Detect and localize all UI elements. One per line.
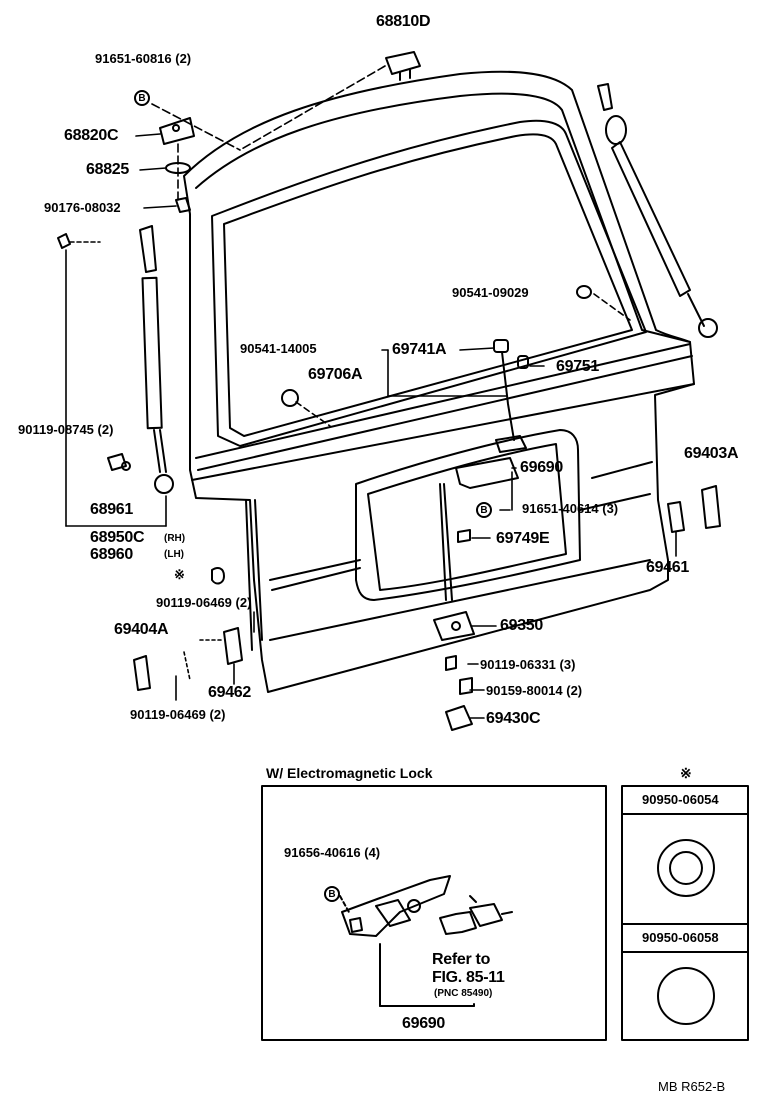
label-69462: 69462 (208, 684, 251, 701)
gas-strut-left (139, 225, 174, 494)
label-69749e: 69749E (496, 530, 550, 547)
bolt-b-marker: B (476, 502, 492, 518)
label-90950-06058: 90950-06058 (642, 930, 719, 945)
label-91651-40614: 91651-40614 (3) (522, 501, 619, 516)
label-69403a: 69403A (684, 445, 739, 462)
label-90950-06054: 90950-06054 (642, 792, 719, 807)
label-90541-14005: 90541-14005 (240, 341, 317, 356)
hinge-68820c (159, 51, 421, 213)
refer-line-1: Refer to (432, 951, 491, 968)
label-69706a: 69706A (308, 366, 363, 383)
label-68820c: 68820C (64, 127, 119, 144)
label-68961: 68961 (90, 501, 133, 518)
inset-electromagnetic-lock (261, 785, 607, 1041)
label-68810d: 68810D (376, 13, 431, 30)
label-90541-09029: 90541-09029 (452, 285, 529, 300)
label-69751: 69751 (556, 358, 599, 375)
label-90119-08745: 90119-08745 (2) (18, 422, 114, 437)
label-90119-06331: 90119-06331 (3) (480, 657, 576, 672)
bolt-b-letter: B (138, 92, 146, 104)
figure-code: MB R652-B (658, 1079, 726, 1094)
label-68960: 68960 (90, 546, 133, 563)
label-69430c: 69430C (486, 710, 541, 727)
label-69461: 69461 (646, 559, 689, 576)
bolt-b-marker: B (324, 886, 340, 902)
label-91656-40616: 91656-40616 (4) (284, 845, 381, 860)
brackets (57, 233, 721, 731)
label-90159-80014: 90159-80014 (2) (486, 683, 583, 698)
label-68950c: 68950C (90, 529, 145, 546)
inset-lock-title: W/ Electromagnetic Lock (266, 765, 433, 781)
label-91651-60816: 91651-60816 (2) (95, 51, 192, 66)
refer-line-2: FIG. 85-11 (432, 969, 505, 986)
label-90119-06469-a: 90119-06469 (2) (156, 595, 252, 610)
star-mark-left: ※ (174, 567, 185, 582)
bolt-b-letter: B (480, 504, 488, 516)
label-69350: 69350 (500, 617, 543, 634)
inset-hole-plugs (621, 785, 749, 1041)
leader-lines (65, 65, 677, 719)
label-68950c-side: (RH) (164, 533, 186, 544)
label-68960-side: (LH) (164, 549, 184, 560)
label-68825: 68825 (86, 161, 129, 178)
label-90119-06469-b: 90119-06469 (2) (130, 707, 226, 722)
label-90176-08032: 90176-08032 (44, 200, 121, 215)
label-69690: 69690 (520, 459, 563, 476)
bolt-b-letter: B (328, 888, 336, 900)
gas-strut-right (597, 83, 718, 338)
label-69741a: 69741A (392, 341, 447, 358)
refer-line-3: (PNC 85490) (434, 988, 493, 999)
label-69404a: 69404A (114, 621, 169, 638)
bolt-b-marker: B (134, 90, 150, 106)
latch-assembly (433, 339, 529, 641)
star-mark-inset: ※ (680, 765, 692, 781)
label-inset-69690: 69690 (402, 1015, 445, 1032)
back-door-panel (183, 70, 695, 693)
